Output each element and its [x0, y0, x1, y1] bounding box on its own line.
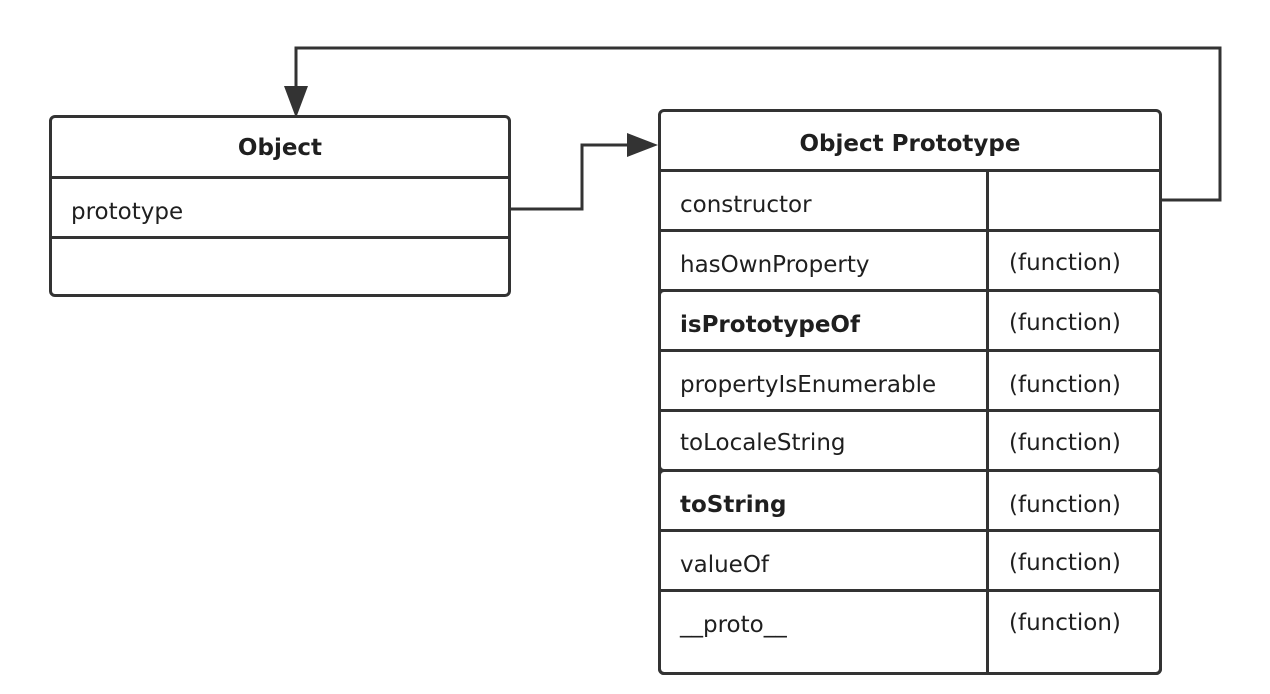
object-box-title: Object: [237, 135, 323, 161]
prototype-row-proto-name: __proto__: [680, 612, 787, 638]
row-divider: [661, 529, 1159, 532]
row-divider: [661, 289, 1159, 292]
constructor-link-arrowhead: [284, 86, 308, 118]
object-prototype-title: Object Prototype: [799, 131, 1021, 157]
row-divider: [661, 469, 1159, 472]
prototype-row-tostring-name: toString: [680, 492, 787, 518]
prototype-title-divider: [661, 169, 1159, 172]
row-divider: [661, 229, 1159, 232]
object-box: Object prototype: [49, 115, 511, 297]
row-divider: [661, 589, 1159, 592]
row-divider: [661, 409, 1159, 412]
prototype-row-isprototypeof-value: (function): [1009, 310, 1121, 336]
object-field-prototype: prototype: [71, 199, 184, 225]
object-prototype-box: Object Prototype constructor hasOwnPrope…: [658, 109, 1162, 675]
prototype-column-divider: [986, 169, 989, 672]
row-divider: [661, 349, 1159, 352]
prototype-row-hasownproperty-value: (function): [1009, 250, 1121, 276]
prototype-link-arrowhead: [627, 133, 658, 157]
prototype-row-valueof-name: valueOf: [680, 552, 770, 578]
prototype-row-hasownproperty-name: hasOwnProperty: [680, 252, 870, 278]
prototype-row-tostring-value: (function): [1009, 492, 1121, 518]
prototype-link-line: [505, 143, 630, 211]
prototype-row-constructor-name: constructor: [680, 192, 812, 218]
prototype-row-proto-value: (function): [1009, 610, 1121, 636]
prototype-row-propertyisenumerable-name: propertyIsEnumerable: [680, 372, 937, 398]
prototype-row-isprototypeof-name: isPrototypeOf: [680, 312, 860, 338]
object-title-divider: [52, 176, 508, 179]
prototype-row-valueof-value: (function): [1009, 550, 1121, 576]
object-field-divider: [52, 236, 508, 239]
prototype-row-propertyisenumerable-value: (function): [1009, 372, 1121, 398]
prototype-row-tolocalestring-name: toLocaleString: [680, 430, 846, 456]
prototype-row-tolocalestring-value: (function): [1009, 430, 1121, 456]
